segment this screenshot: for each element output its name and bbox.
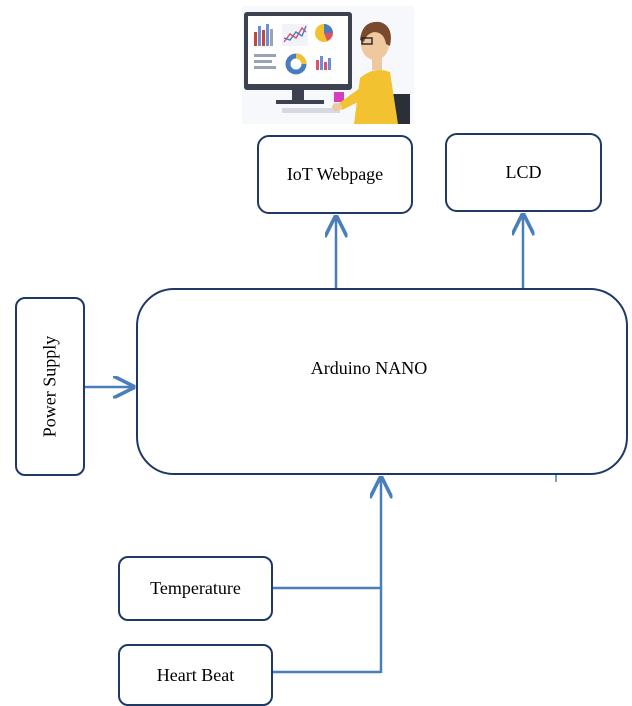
iot-webpage-label: IoT Webpage (286, 164, 384, 184)
power-supply-label: Power Supply (39, 335, 60, 438)
lcd-block: LCD (445, 133, 602, 212)
arduino-nano-block: Arduino NANO (136, 288, 628, 475)
heart-beat-label: Heart Beat (156, 664, 235, 685)
temperature-label: Temperature (150, 578, 241, 598)
person-at-computer-icon (242, 6, 414, 124)
power-supply-block: Power Supply (15, 297, 85, 476)
heart-beat-sensor-block: Heart Beat (118, 644, 273, 706)
lcd-label: LCD (505, 162, 542, 182)
temperature-sensor-block: Temperature (118, 556, 273, 621)
iot-webpage-block: IoT Webpage (257, 135, 413, 214)
arduino-nano-label: Arduino NANO (310, 358, 428, 378)
